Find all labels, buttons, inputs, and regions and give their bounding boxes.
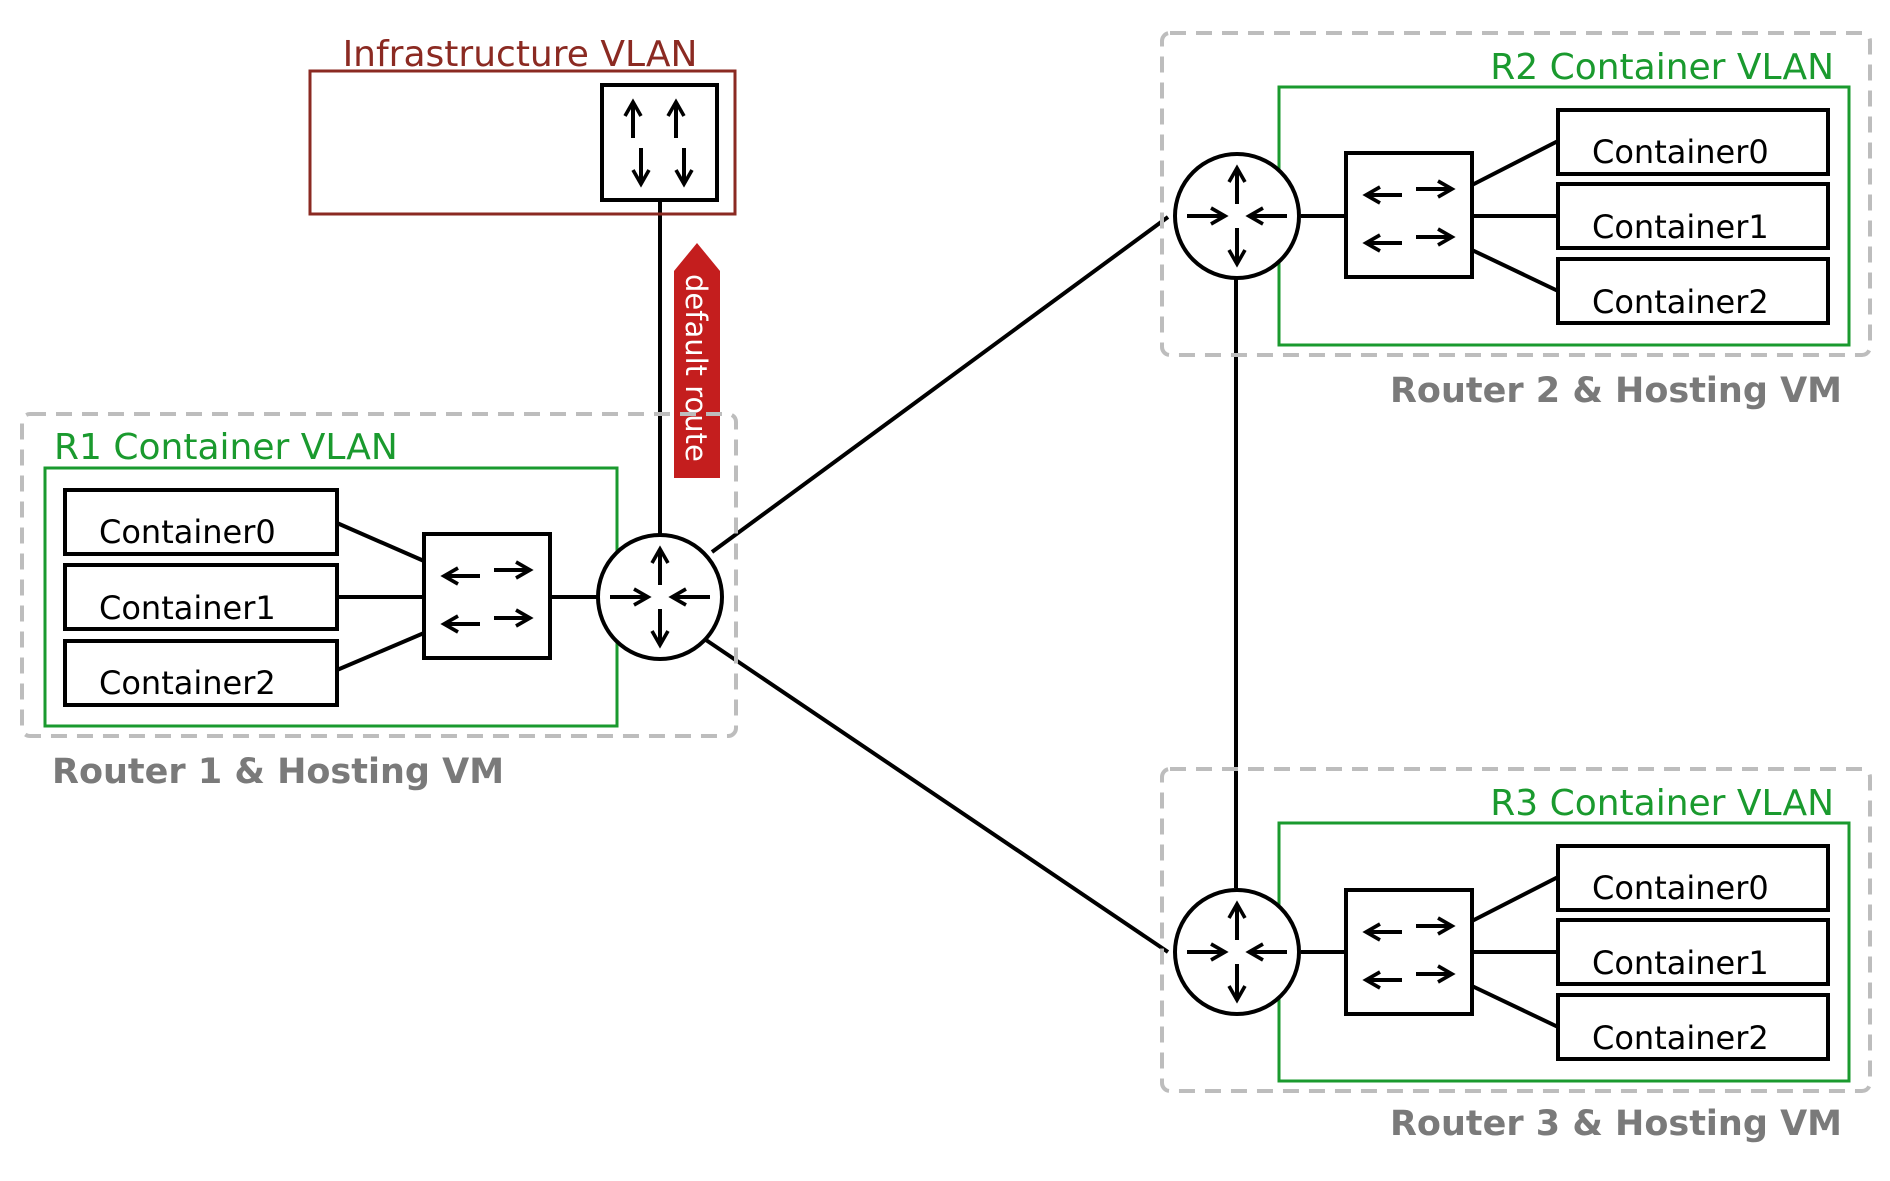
r1-container1-label: Container1 — [99, 589, 276, 627]
r2-vlan-label: R2 Container VLAN — [1490, 47, 1834, 88]
infrastructure-switch[interactable] — [600, 83, 719, 202]
r3-switch[interactable] — [1346, 890, 1472, 1014]
infrastructure-vlan-box — [308, 69, 737, 216]
r1-switch[interactable] — [424, 534, 550, 658]
r2-vm-label: Router 2 & Hosting VM — [1390, 371, 1842, 411]
r2-container1[interactable]: Container1 — [1556, 182, 1830, 250]
router3-hosting-vm: Router 3 & Hosting VM R3 Container VLAN … — [1160, 767, 1872, 1144]
router-icon — [1175, 154, 1299, 278]
r2-vm-box — [1160, 31, 1872, 357]
link-r1-r2 — [710, 215, 1170, 554]
r1-container0-label: Container0 — [99, 513, 276, 551]
r3-vlan-label: R3 Container VLAN — [1490, 783, 1834, 824]
infrastructure-vlan: Infrastructure VLAN — [308, 34, 737, 216]
link-r1-r3 — [704, 638, 1170, 954]
r3-container2-label: Container2 — [1592, 1019, 1769, 1057]
r3-container0[interactable]: Container0 — [1556, 844, 1830, 912]
r2-switch[interactable] — [1346, 153, 1472, 277]
r1-vm-box — [20, 412, 738, 738]
router-icon — [1175, 890, 1299, 1014]
switch-icon — [1346, 890, 1472, 1014]
r2-container2-label: Container2 — [1592, 283, 1769, 321]
r1-container0[interactable]: Container0 — [63, 488, 339, 556]
r2-container2[interactable]: Container2 — [1556, 257, 1830, 325]
r2-router[interactable] — [1175, 154, 1299, 278]
r1-router[interactable] — [598, 535, 722, 659]
router1-hosting-vm: Router 1 & Hosting VM R1 Container VLAN … — [20, 412, 738, 792]
default-route-arrow: default route — [674, 243, 720, 478]
r2-container0-label: Container0 — [1592, 133, 1769, 171]
r2-container1-label: Container1 — [1592, 208, 1769, 246]
r1-container1[interactable]: Container1 — [63, 563, 339, 631]
r1-vlan-label: R1 Container VLAN — [54, 427, 398, 468]
default-route-arrow-shape — [674, 243, 720, 478]
infrastructure-vlan-label: Infrastructure VLAN — [343, 34, 698, 75]
r1-container2-label: Container2 — [99, 664, 276, 702]
r3-router[interactable] — [1175, 890, 1299, 1014]
r1-container2[interactable]: Container2 — [63, 639, 339, 707]
r2-container0[interactable]: Container0 — [1556, 108, 1830, 176]
r3-vm-label: Router 3 & Hosting VM — [1390, 1104, 1842, 1144]
switch-icon — [600, 83, 719, 202]
r3-container1-label: Container1 — [1592, 944, 1769, 982]
r3-container0-label: Container0 — [1592, 869, 1769, 907]
default-route-label: default route — [679, 274, 713, 462]
router-icon — [598, 535, 722, 659]
r3-vm-box — [1160, 767, 1872, 1093]
inter-router-links — [658, 201, 1238, 954]
r1-vm-label: Router 1 & Hosting VM — [52, 752, 504, 792]
switch-icon — [1346, 153, 1472, 277]
r3-container2[interactable]: Container2 — [1556, 993, 1830, 1061]
switch-icon — [424, 534, 550, 658]
r3-container1[interactable]: Container1 — [1556, 918, 1830, 986]
router2-hosting-vm: Router 2 & Hosting VM R2 Container VLAN … — [1160, 31, 1872, 411]
